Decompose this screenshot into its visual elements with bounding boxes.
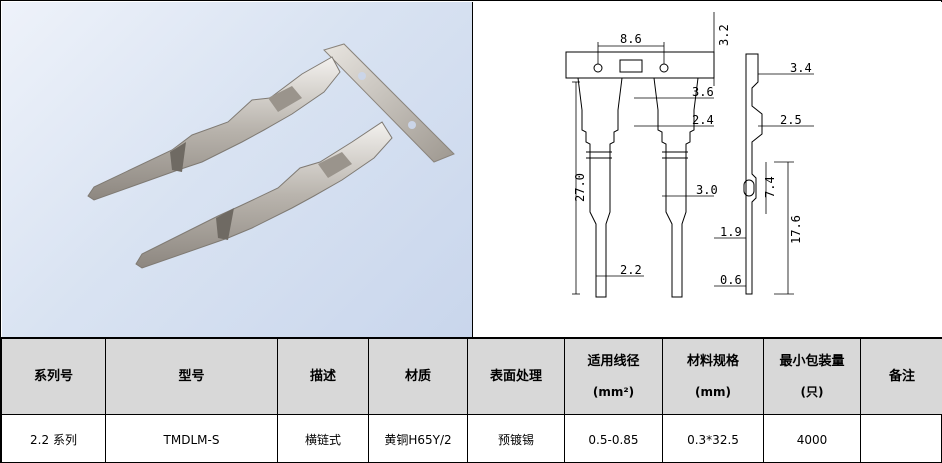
dim-label: 2.4: [692, 113, 714, 127]
cell-wire-range: 0.5-0.85: [564, 414, 663, 463]
terminal-photo-illustration: [87, 43, 455, 269]
cell-material: 黄铜H65Y/2: [368, 414, 468, 463]
cell-min-pack: 4000: [763, 414, 861, 463]
header-model: 型号: [105, 338, 278, 415]
dim-label: 27.0: [573, 173, 587, 202]
header-wire-range-unit: (mm²): [592, 384, 635, 399]
dim-label: 8.6: [620, 32, 642, 46]
cell-surface: 预镀锡: [467, 414, 565, 463]
dim-label: 2.5: [780, 113, 802, 127]
header-min-pack-unit: (只): [800, 384, 824, 399]
cell-model: TMDLM-S: [105, 414, 278, 463]
header-min-pack-label: 最小包装量: [779, 353, 845, 369]
header-material-spec-unit: (mm): [695, 384, 731, 399]
header-wire-range-label: 适用线径: [587, 353, 640, 369]
dim-label: 3.0: [696, 183, 718, 197]
header-material-spec: 材料规格 (mm): [662, 338, 764, 415]
dim-label: 17.6: [789, 215, 803, 244]
table-header-row: 系列号 型号 描述 材质 表面处理 适用线径 (mm²) 材料规格 (mm) 最…: [1, 338, 942, 415]
cell-material-spec: 0.3*32.5: [662, 414, 764, 463]
header-material-spec-label: 材料规格: [686, 353, 739, 369]
technical-drawing: 8.6 3.2 3.6 2.4 3.0 27.0 2.2 3.4 2.5 7.4…: [474, 2, 942, 337]
table-row: 2.2 系列 TMDLM-S 横链式 黄铜H65Y/2 预镀锡 0.5-0.85…: [1, 414, 942, 463]
image-row: 8.6 3.2 3.6 2.4 3.0 27.0 2.2 3.4 2.5 7.4…: [1, 1, 942, 338]
header-wire-range: 适用线径 (mm²): [564, 338, 663, 415]
product-photo: [2, 2, 473, 337]
cell-remarks: [860, 414, 942, 463]
header-description: 描述: [277, 338, 369, 415]
dim-label: 1.9: [720, 225, 742, 239]
header-min-pack: 最小包装量 (只): [763, 338, 861, 415]
cell-series: 2.2 系列: [1, 414, 106, 463]
dim-label: 2.2: [620, 263, 642, 277]
cell-description: 横链式: [277, 414, 369, 463]
dimension-drawing: 8.6 3.2 3.6 2.4 3.0 27.0 2.2 3.4 2.5 7.4…: [565, 12, 814, 298]
spec-table: 系列号 型号 描述 材质 表面处理 适用线径 (mm²) 材料规格 (mm) 最…: [1, 338, 942, 463]
dim-label: 3.6: [692, 85, 714, 99]
dim-label: 0.6: [720, 273, 742, 287]
dim-label: 7.4: [763, 176, 777, 198]
dim-label: 3.4: [790, 61, 812, 75]
header-surface: 表面处理: [467, 338, 565, 415]
dim-label: 3.2: [717, 24, 731, 46]
header-series: 系列号: [1, 338, 106, 415]
header-remarks: 备注: [860, 338, 942, 415]
header-material: 材质: [368, 338, 468, 415]
